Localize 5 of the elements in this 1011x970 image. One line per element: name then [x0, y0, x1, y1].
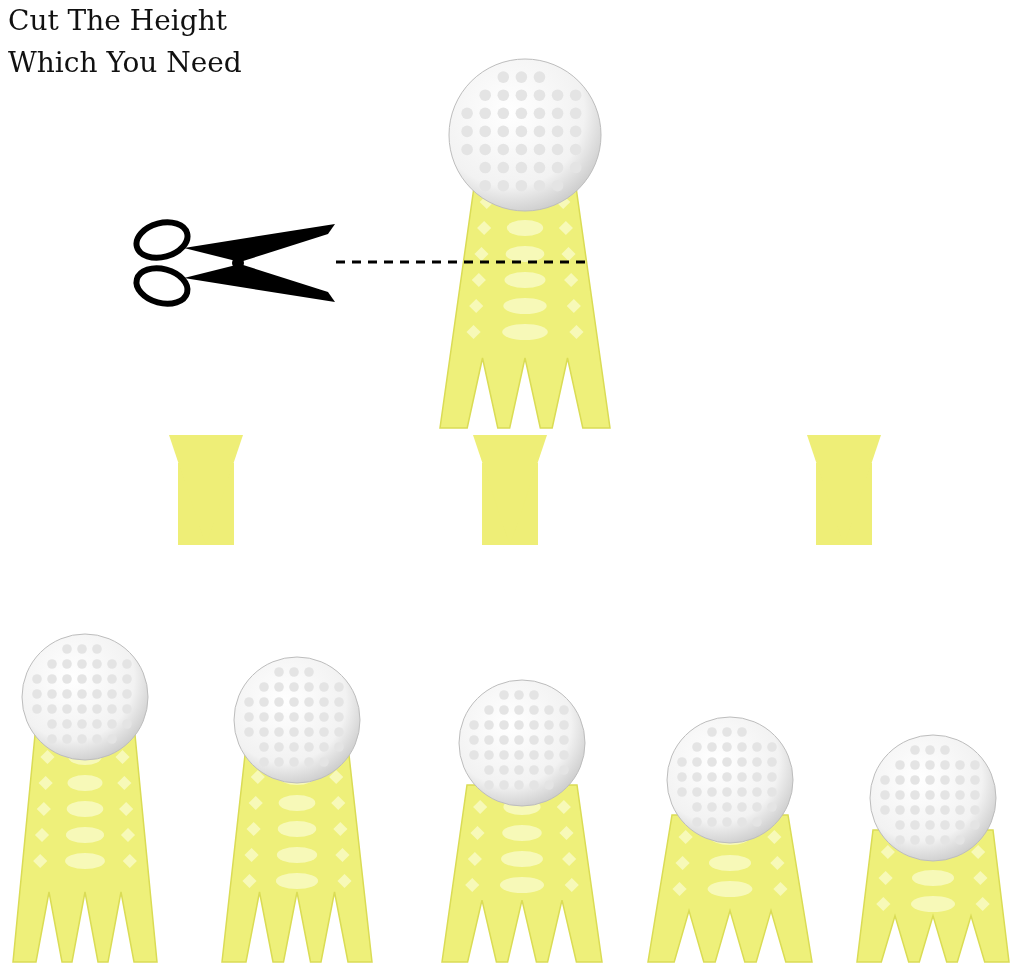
down-arrow: [807, 435, 881, 545]
down-arrow: [169, 435, 243, 545]
down-arrow: [473, 435, 547, 545]
title: Cut The Height Which You Need: [8, 3, 243, 81]
dashed-cut-line: [336, 260, 587, 264]
